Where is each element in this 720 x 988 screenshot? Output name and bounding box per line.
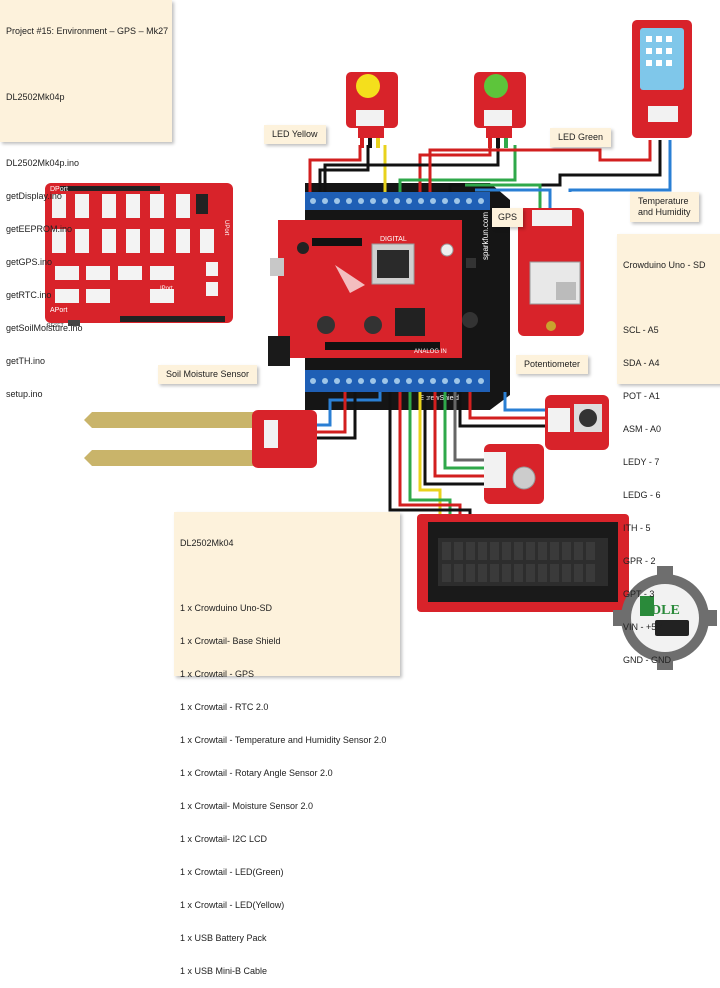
file-item: getRTC.ino	[6, 290, 52, 300]
screwshield-text: ScrewShield	[420, 395, 459, 402]
part-item: 1 x Crowtail - RTC 2.0	[180, 702, 269, 712]
temp-humidity-module	[632, 20, 692, 138]
part-item: 1 x Crowduino Uno-SD	[180, 603, 273, 613]
pin-item: GPT - 3	[623, 589, 655, 599]
digital-text: DIGITAL	[380, 236, 407, 243]
file-item: DL2502Mk04p.ino	[6, 158, 80, 168]
crowduino-board	[268, 220, 462, 366]
part-item: 1 x Crowtail- Moisture Sensor 2.0	[180, 801, 314, 811]
project-note: Project #15: Environment – GPS – Mk27 DL…	[0, 0, 172, 399]
project-name: DL2502Mk04p	[6, 92, 65, 102]
parts-note: DL2502Mk04 1 x Crowduino Uno-SD 1 x Crow…	[174, 512, 400, 976]
label-led-yellow: LED Yellow	[264, 125, 326, 144]
pin-item: ITH - 5	[623, 523, 651, 533]
label-soil-moisture: Soil Moisture Sensor	[158, 365, 258, 384]
part-item: 1 x USB Mini-B Cable	[180, 966, 268, 976]
part-item: 1 x Crowtail - GPS	[180, 669, 255, 679]
pin-item: LEDG - 6	[623, 490, 661, 500]
part-item: 1 x Crowtail- I2C LCD	[180, 834, 268, 844]
led-yellow-module	[346, 72, 398, 148]
rtc-module	[484, 444, 544, 504]
part-item: 1 x Crowtail - Rotary Angle Sensor 2.0	[180, 768, 333, 778]
pin-item: LEDY - 7	[623, 457, 660, 467]
part-item: 1 x Crowtail- Base Shield	[180, 636, 281, 646]
pin-item: SDA - A4	[623, 358, 660, 368]
gps-module	[518, 208, 584, 336]
file-item: setup.ino	[6, 389, 43, 399]
project-title: Project #15: Environment – GPS – Mk27	[6, 26, 169, 36]
uport-text: UPort	[223, 220, 229, 236]
label-potentiometer: Potentiometer	[516, 355, 589, 374]
dport-text: DPort	[50, 186, 68, 193]
potentiometer-module	[545, 395, 609, 450]
file-item: getGPS.ino	[6, 257, 53, 267]
reset-text: RESET	[47, 323, 64, 329]
pin-item: VIN - +5V	[623, 622, 663, 632]
dle-logo-text: DLE	[651, 603, 680, 618]
part-item: 1 x Crowtail - LED(Yellow)	[180, 900, 285, 910]
led-green-module	[474, 72, 526, 148]
part-item: 1 x Crowtail - Temperature and Humidity …	[180, 735, 387, 745]
aport-text: APort	[50, 307, 68, 314]
analog-text: ANALOG IN	[414, 349, 447, 355]
file-item: getEEPROM.ino	[6, 224, 73, 234]
file-item: getTH.ino	[6, 356, 46, 366]
label-led-green: LED Green	[550, 128, 612, 147]
pin-item: GND - GND	[623, 655, 671, 665]
dle-logo	[613, 566, 717, 670]
wiring-diagram: DPort APort IPort UPort RESET sparkfun.c…	[45, 20, 717, 670]
lcd-display	[417, 514, 629, 612]
pin-note-title: Crowduino Uno - SD	[623, 260, 706, 270]
wires	[300, 140, 672, 520]
file-item: getSoilMoisture.ino	[6, 323, 83, 333]
pin-item: SCL - A5	[623, 325, 659, 335]
iport-text: IPort	[160, 286, 173, 292]
pin-item: POT - A1	[623, 391, 660, 401]
part-item: 1 x Crowtail - LED(Green)	[180, 867, 284, 877]
label-gps: GPS	[492, 208, 524, 227]
pin-item: GPR - 2	[623, 556, 656, 566]
base-shield	[45, 183, 233, 326]
pin-item: ASM - A0	[623, 424, 662, 434]
label-temp-humidity: Temperature and Humidity	[630, 192, 699, 222]
soil-moisture-sensor	[84, 410, 317, 468]
file-item: getDisplay.ino	[6, 191, 62, 201]
parts-note-title: DL2502Mk04	[180, 538, 234, 548]
pin-note: Crowduino Uno - SD SCL - A5 SDA - A4 POT…	[617, 234, 720, 665]
part-item: 1 x USB Battery Pack	[180, 933, 267, 943]
sparkfun-text: sparkfun.com	[481, 212, 490, 260]
